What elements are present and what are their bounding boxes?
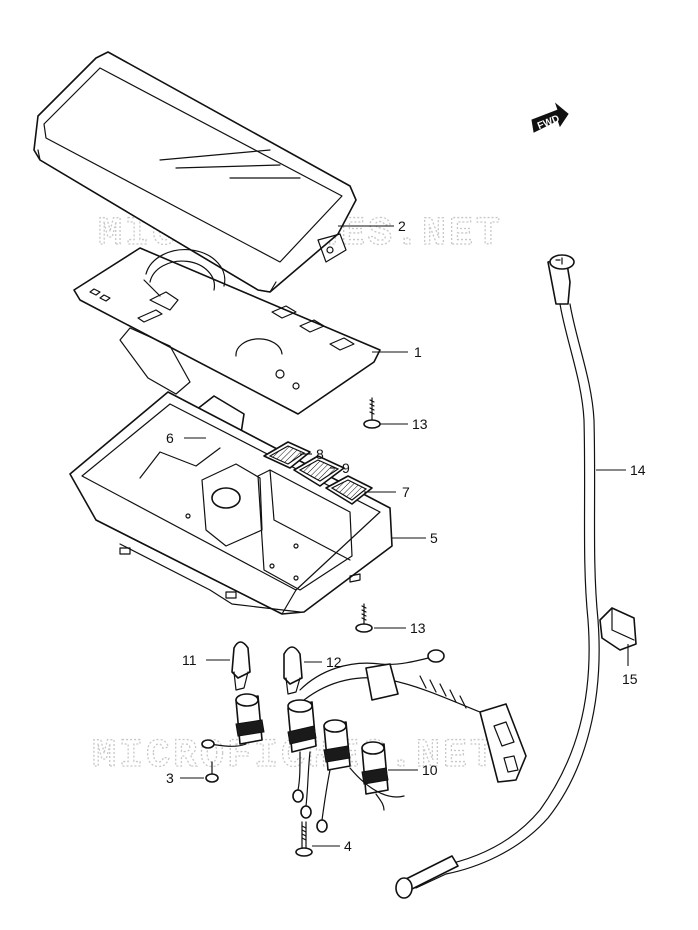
callout-14: 14 [630, 462, 646, 478]
meter-face-plate [73, 247, 381, 415]
screw-upper [363, 397, 381, 429]
bulb-11 [231, 641, 251, 691]
callout-13-lower: 13 [410, 620, 426, 636]
bulb-12 [283, 646, 303, 695]
forward-arrow-icon: FWD [531, 102, 569, 133]
bolt [295, 821, 313, 857]
meter-lens-cover [33, 51, 357, 293]
callout-6: 6 [166, 430, 174, 446]
callout-3: 3 [166, 770, 174, 786]
callout-8: 8 [316, 446, 324, 462]
callout-5: 5 [430, 530, 438, 546]
bulb-socket-harness [201, 649, 527, 833]
callout-13-upper: 13 [412, 416, 428, 432]
leader-lines [180, 225, 629, 847]
callout-1: 1 [414, 344, 422, 360]
indicator-lens-7 [325, 475, 373, 505]
screw-lower [355, 603, 373, 633]
forward-badge-label: FWD [536, 113, 561, 132]
callout-10: 10 [422, 762, 438, 778]
speedometer-cable [395, 254, 600, 899]
indicator-lens-9 [293, 455, 345, 487]
callout-11: 11 [182, 652, 197, 668]
meter-case [69, 391, 393, 615]
callout-2: 2 [398, 218, 406, 234]
screw-small [205, 761, 219, 783]
callout-12: 12 [326, 654, 342, 670]
callout-15: 15 [622, 671, 638, 687]
callout-4: 4 [344, 838, 352, 854]
callout-7: 7 [402, 484, 410, 500]
indicator-lens-8 [263, 441, 311, 469]
callout-9: 9 [342, 460, 350, 476]
cable-clamp [599, 607, 637, 651]
